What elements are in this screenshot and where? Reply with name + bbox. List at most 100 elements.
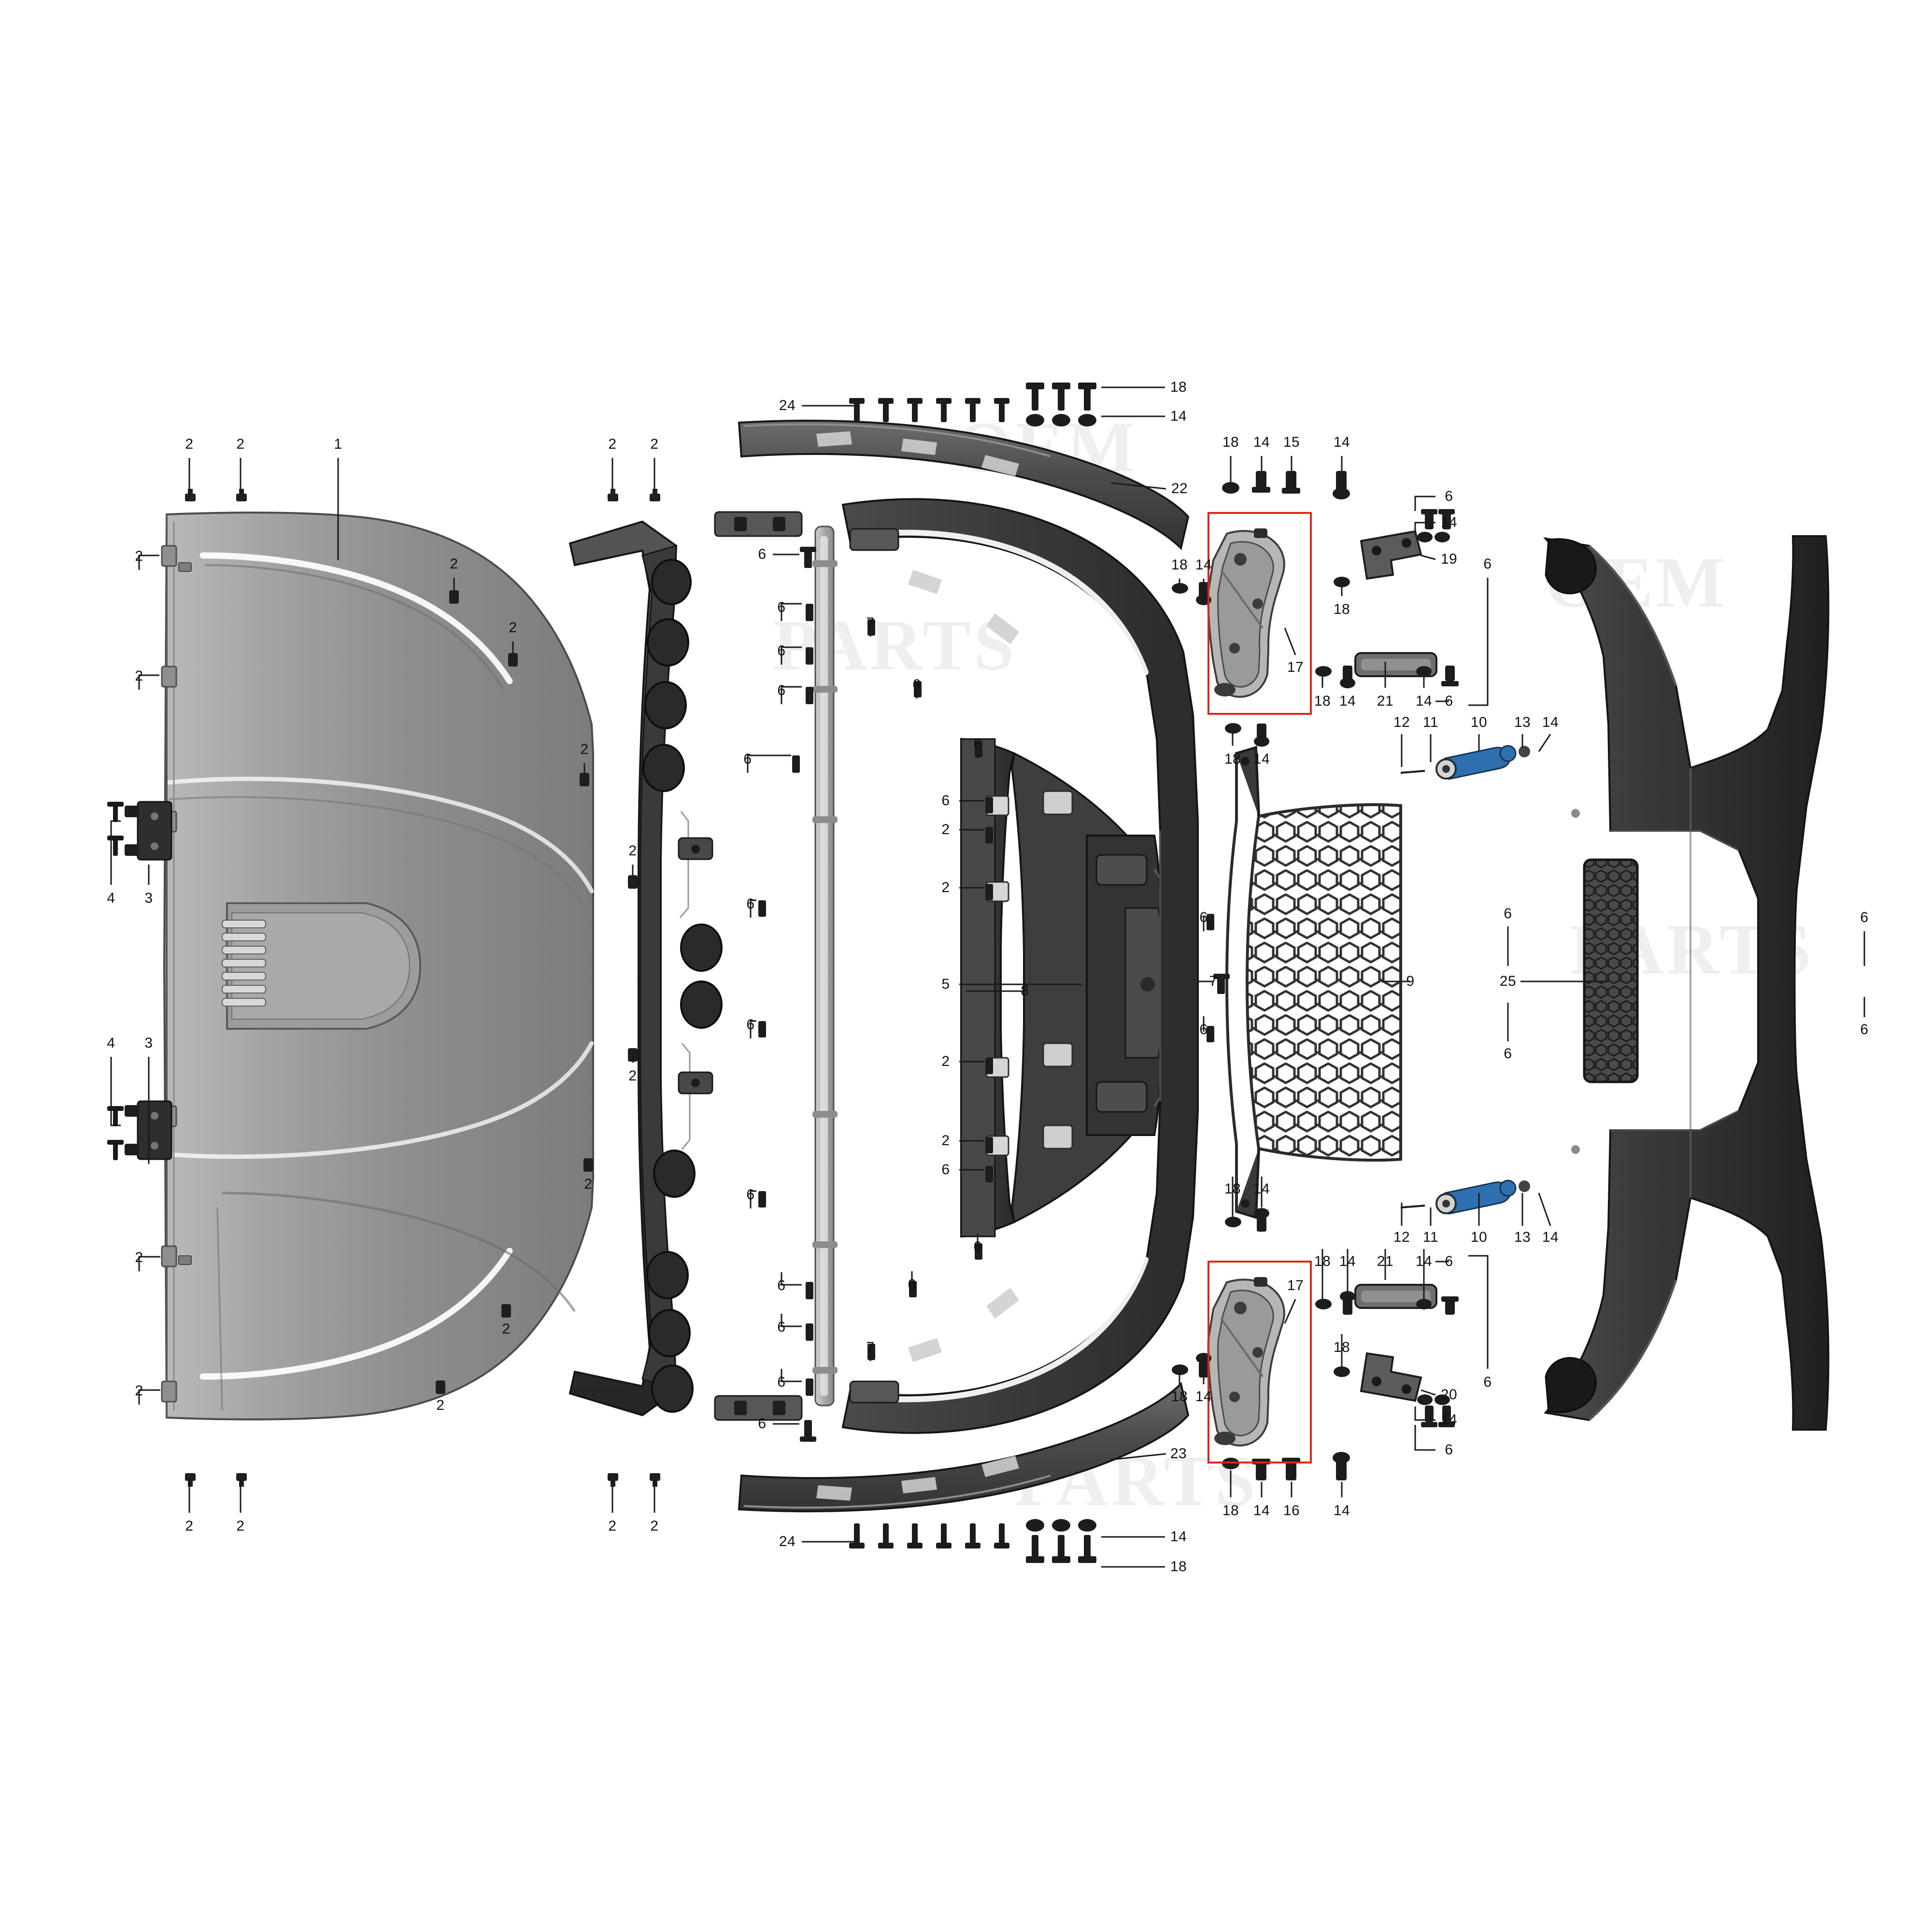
callout-number: 14 <box>1253 1181 1270 1197</box>
callout-number: 14 <box>1195 1389 1212 1405</box>
part-21-bar-upper <box>1354 652 1437 677</box>
callout-number: 18 <box>1224 1181 1241 1197</box>
callout-number: 19 <box>1440 551 1458 567</box>
lower-bracket-highlight <box>1208 1261 1312 1463</box>
callout-number: 2 <box>941 880 950 895</box>
callout-number: 3 <box>144 890 153 906</box>
callout-number: 18 <box>1170 379 1187 395</box>
callout-number: 7 <box>866 1339 875 1355</box>
callout-number: 6 <box>746 1017 755 1033</box>
callout-number: 6 <box>1445 1253 1453 1269</box>
callout-number: 6 <box>1504 1046 1512 1062</box>
callout-number: 9 <box>1406 973 1415 989</box>
callout-number: 6 <box>973 737 982 753</box>
callout-number: 14 <box>1339 1253 1356 1269</box>
callout-number: 6 <box>1199 909 1208 925</box>
callout-number: 6 <box>777 1374 786 1390</box>
callout-number: 21 <box>1377 1253 1394 1269</box>
callout-number: 16 <box>1283 1503 1300 1519</box>
callout-number: 14 <box>1333 1503 1350 1519</box>
part-17-bracket-lower <box>1207 1277 1285 1447</box>
callout-number: 2 <box>628 843 637 859</box>
callout-number: 14 <box>1415 1253 1433 1269</box>
part-24-screws <box>849 383 1096 1563</box>
part-8-side-rail <box>568 520 723 1417</box>
callout-number: 4 <box>107 890 115 906</box>
callout-number: 2 <box>608 1518 617 1534</box>
callout-number: 6 <box>908 1277 916 1293</box>
callout-number: 11 <box>1422 714 1439 730</box>
callout-number: 2 <box>135 548 143 564</box>
upper-bracket-highlight <box>1208 512 1312 715</box>
callout-number: 25 <box>1499 973 1517 989</box>
callout-number: 13 <box>1514 714 1531 730</box>
part-10-link-lower <box>1400 1179 1530 1215</box>
callout-number: 7 <box>866 615 875 631</box>
callout-number: 2 <box>135 1250 143 1265</box>
callout-number: 6 <box>777 599 786 615</box>
callout-number: 17 <box>1287 659 1304 675</box>
callout-number: 6 <box>746 896 755 912</box>
callout-number: 2 <box>135 668 143 684</box>
callout-number: 2 <box>628 1068 637 1084</box>
callout-number: 14 <box>1253 751 1270 767</box>
callout-number: 12 <box>1393 714 1410 730</box>
callout-number: 2 <box>509 620 517 636</box>
callout-number: 2 <box>608 436 617 452</box>
callout-number: 24 <box>779 1534 796 1549</box>
callout-number: 20 <box>1440 1387 1458 1403</box>
callout-number: 2 <box>941 1053 950 1069</box>
part-23-lower-arch <box>738 1382 1190 1513</box>
callout-number: 6 <box>746 1187 755 1203</box>
callout-number: 2 <box>650 436 659 452</box>
callout-number: 17 <box>1287 1278 1304 1293</box>
callout-number: 18 <box>1314 693 1331 709</box>
part-17-bracket-upper <box>1207 528 1285 698</box>
callout-number: 2 <box>185 436 194 452</box>
callout-number: 24 <box>779 398 796 413</box>
callout-number: 2 <box>436 1397 445 1413</box>
part-10-link-upper <box>1400 745 1530 780</box>
callout-number: 14 <box>1440 514 1458 530</box>
callout-number: 6 <box>1445 693 1453 709</box>
callout-number: 2 <box>941 822 950 838</box>
callout-number: 14 <box>1333 434 1350 450</box>
callout-number: 6 <box>1483 556 1492 572</box>
part-hood <box>161 511 594 1421</box>
callout-number: 6 <box>758 546 767 562</box>
callout-number: 14 <box>1253 1503 1270 1519</box>
callout-number: 18 <box>1333 1339 1350 1355</box>
callout-number: 14 <box>1195 557 1212 573</box>
part-9-grille <box>1225 746 1402 1219</box>
callout-number: 14 <box>1170 1529 1187 1545</box>
callout-number: 6 <box>1199 1022 1208 1037</box>
callout-number: 18 <box>1314 1253 1331 1269</box>
callout-number: 18 <box>1222 434 1239 450</box>
callout-number: 18 <box>1222 1503 1239 1519</box>
callout-number: 6 <box>1483 1374 1492 1390</box>
callout-number: 6 <box>758 1416 767 1432</box>
callout-number: 6 <box>1504 906 1512 922</box>
part-4-bolts <box>107 802 124 1160</box>
callout-number: 2 <box>185 1518 194 1534</box>
callout-number: 18 <box>1171 1389 1188 1405</box>
callout-number: 2 <box>584 1176 593 1192</box>
callout-number: 2 <box>502 1321 511 1337</box>
callout-number: 6 <box>777 643 786 659</box>
callout-number: 18 <box>1170 1559 1187 1575</box>
callout-number: 15 <box>1283 434 1300 450</box>
callout-number: 14 <box>1542 714 1559 730</box>
callout-number: 2 <box>135 1383 143 1399</box>
callout-number: 6 <box>941 793 950 809</box>
callout-number: 8 <box>1021 983 1029 999</box>
callout-number: 6 <box>777 1278 786 1293</box>
part-22-upper-arch <box>738 419 1190 550</box>
callout-number: 10 <box>1470 1229 1488 1245</box>
part-20-angle-bracket <box>1360 1352 1422 1402</box>
part-25-front-bumper <box>1543 535 1830 1431</box>
part-7-vertical-trim <box>812 526 838 1406</box>
callout-number: 6 <box>777 682 786 698</box>
callout-number: 21 <box>1377 693 1394 709</box>
callout-number: 4 <box>107 1035 115 1051</box>
